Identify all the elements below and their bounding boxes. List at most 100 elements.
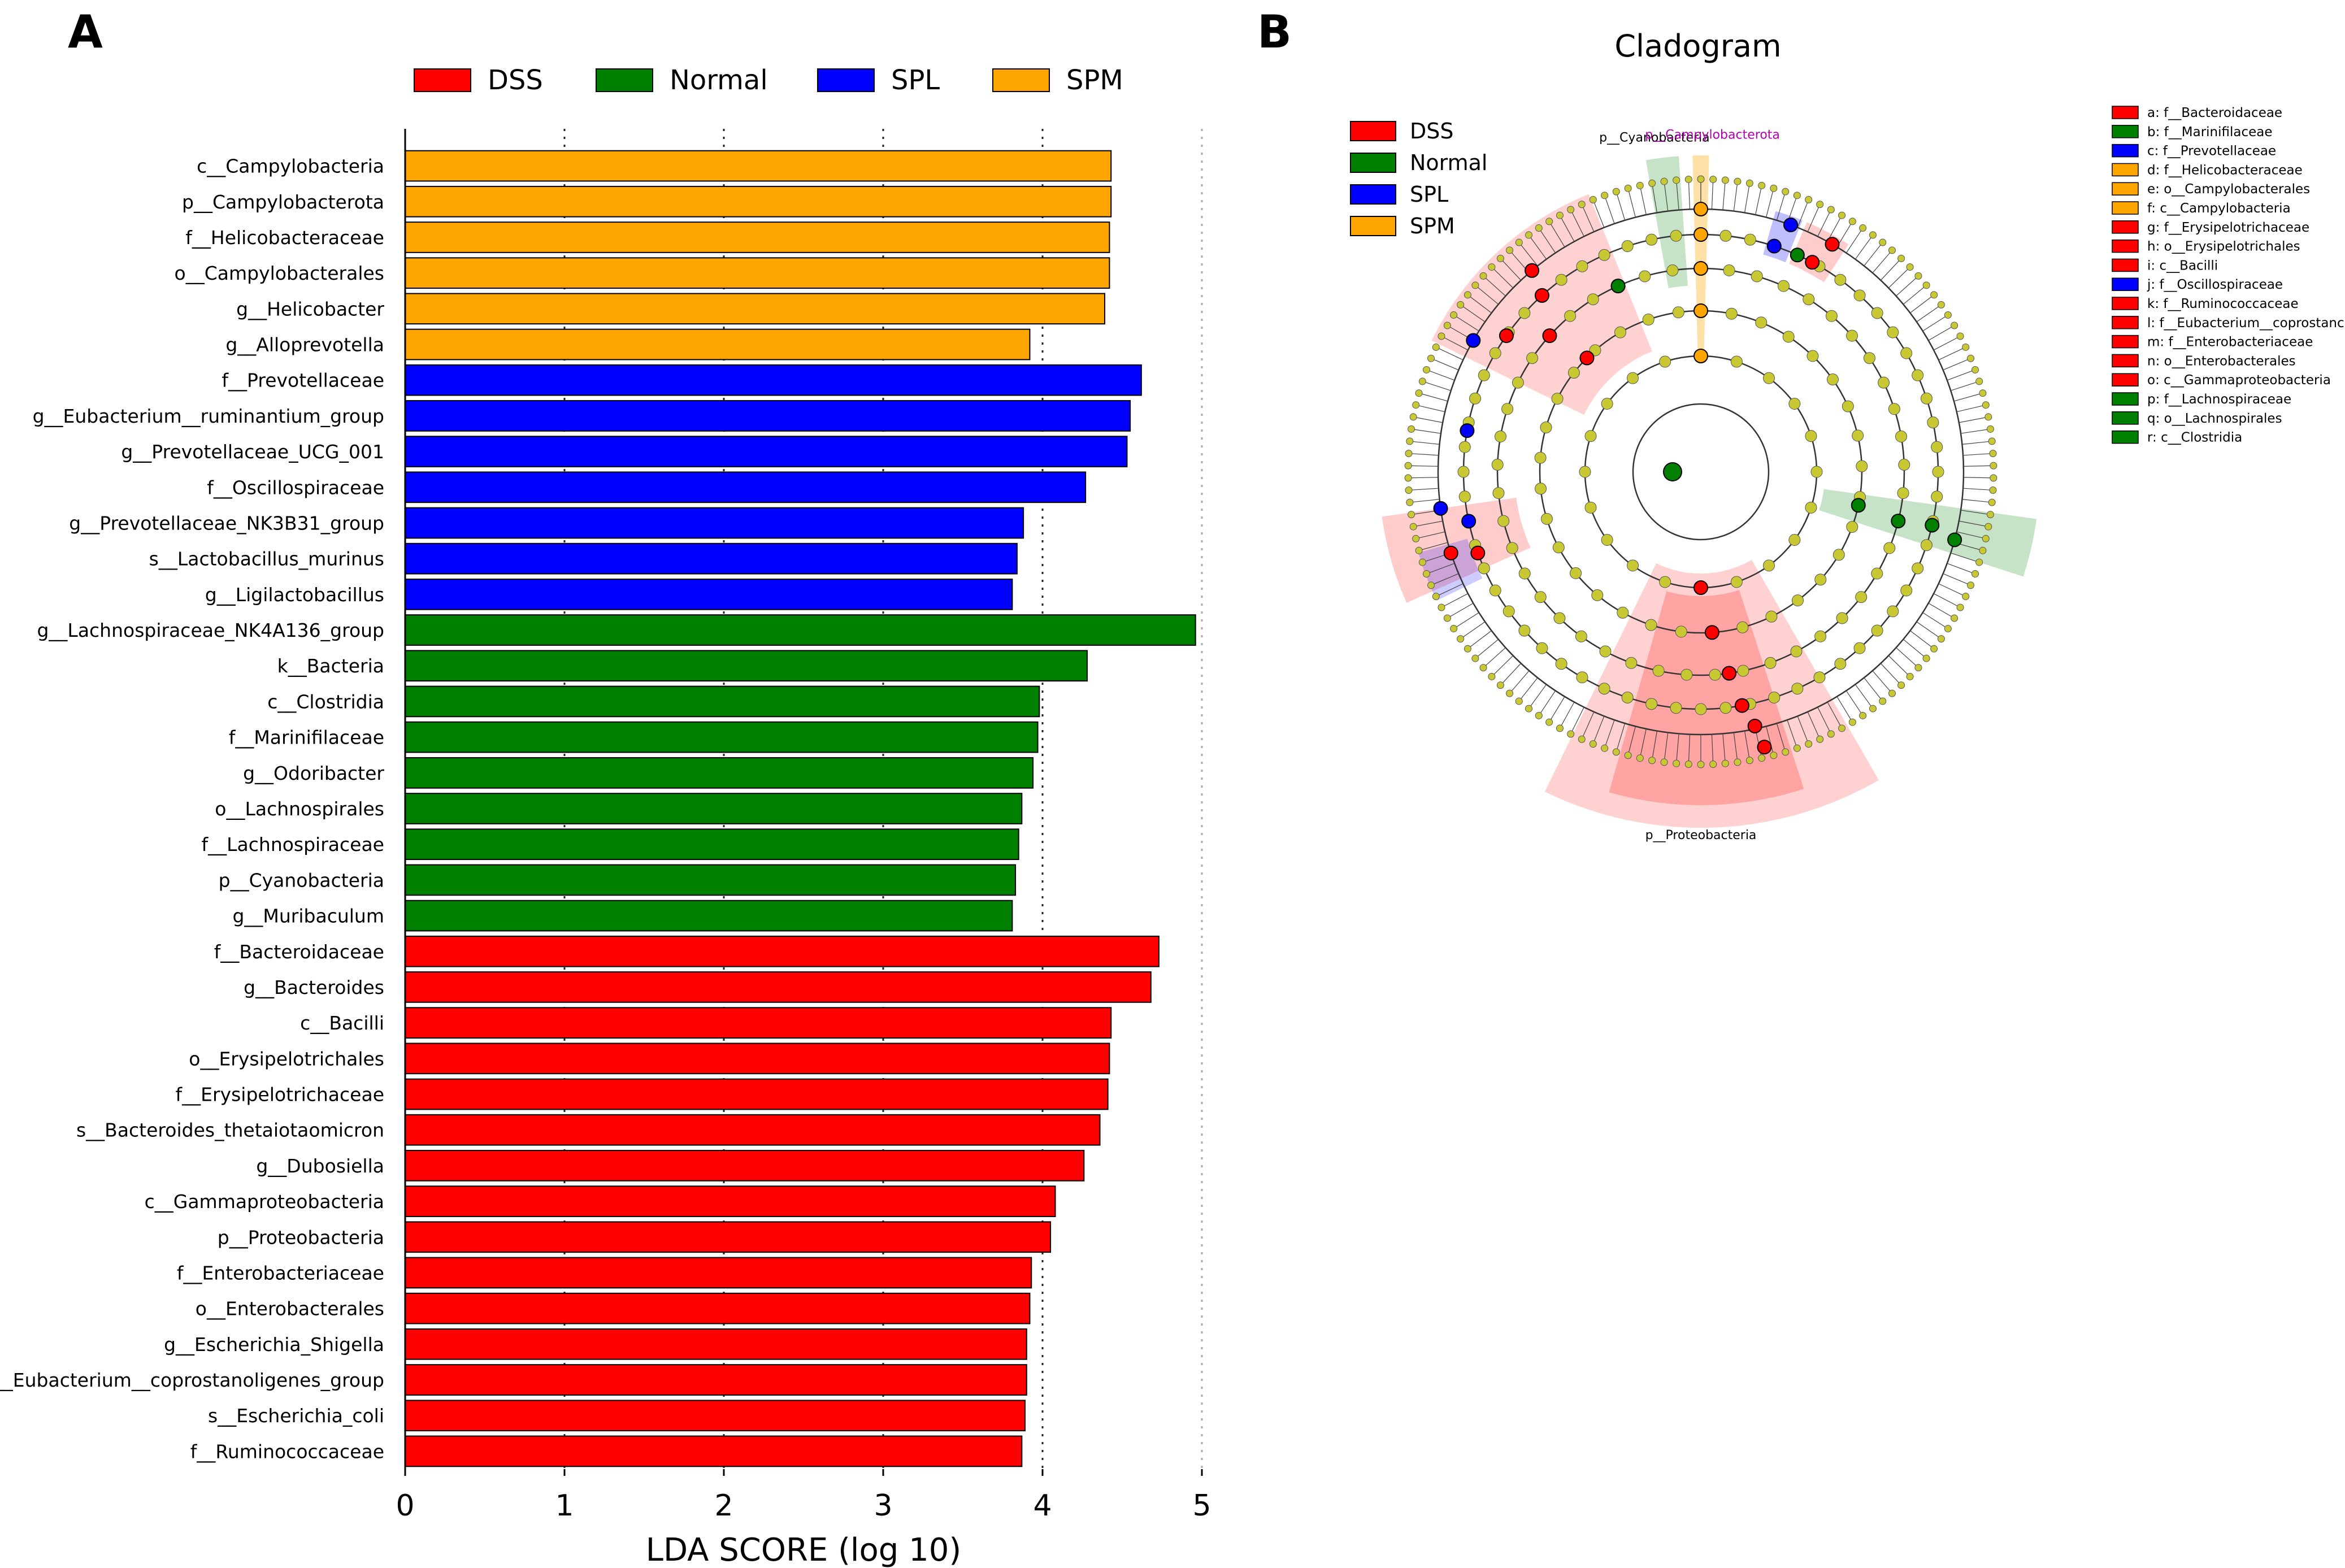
cladogram-node xyxy=(1670,702,1682,714)
cladogram-node xyxy=(1836,612,1848,624)
cladogram-leaf-node xyxy=(1427,354,1435,362)
cladogram-significant-node xyxy=(1466,333,1481,348)
cladogram-legend-label-dss: DSS xyxy=(1410,119,1454,144)
x-axis-title: LDA SCORE (log 10) xyxy=(646,1532,961,1568)
cladogram-leaf-node xyxy=(1648,179,1656,187)
cladogram-leaf-node xyxy=(1951,614,1958,622)
cladogram-node xyxy=(1540,512,1553,525)
cladogram-leaf-node xyxy=(1556,211,1564,219)
cladogram-node xyxy=(1645,619,1657,631)
bar-label: g__Lachnospiraceae_NK4A136_group xyxy=(37,619,384,641)
cladogram-leaf-node xyxy=(1418,558,1426,566)
bar xyxy=(405,150,1112,182)
cladogram-node xyxy=(1920,392,1933,405)
cladogram-branch xyxy=(1415,416,1443,423)
cladogram-leaf-node xyxy=(1535,711,1543,719)
cladogram-significant-node xyxy=(1825,237,1840,252)
cladogram-leaf-node xyxy=(1624,184,1632,192)
cladogram-leaf-node xyxy=(1988,437,1996,445)
bar-label: p__Cyanobacteria xyxy=(219,869,384,891)
bar xyxy=(405,221,1110,253)
cladogram-node xyxy=(1788,533,1801,546)
cladogram-significant-node xyxy=(1734,698,1749,713)
cladogram-leaf-node xyxy=(1545,718,1553,726)
bar xyxy=(405,1043,1110,1075)
cladogram-leaf-node xyxy=(1782,188,1790,196)
cladogram-node xyxy=(1810,466,1823,478)
cladogram-leaf-node xyxy=(1721,176,1729,184)
cladogram-node xyxy=(1788,398,1801,410)
cladogram-significant-node xyxy=(1693,202,1708,216)
cladogram-branch xyxy=(1722,733,1726,762)
cladogram-branch xyxy=(1413,429,1441,434)
cladogram-node xyxy=(1813,671,1826,684)
cladogram-leaf-node xyxy=(1990,462,1997,470)
cladogram-significant-node xyxy=(1783,218,1799,233)
cladogram-leaf-node xyxy=(1405,449,1413,457)
cladogram-significant-node xyxy=(1693,349,1708,363)
cladogram-significant-node xyxy=(1443,545,1458,561)
cladogram-node xyxy=(1806,350,1819,362)
bar xyxy=(405,400,1131,432)
cladogram-node xyxy=(1598,249,1610,261)
cladogram-leaf-node xyxy=(1673,176,1680,184)
bar-label: f__Helicobacteraceae xyxy=(185,227,384,249)
bar-label: g__Alloprevotella xyxy=(225,334,384,356)
cladogram-leaf-node xyxy=(1709,175,1717,183)
cladogram-branch xyxy=(1652,185,1658,213)
cladogram-node xyxy=(1805,430,1817,442)
bar xyxy=(405,1292,1031,1324)
cladogram-root-node xyxy=(1663,462,1682,481)
cladogram-branch xyxy=(1797,716,1809,743)
bar-label: o__Enterobacterales xyxy=(196,1298,384,1320)
cladogram-branch xyxy=(1688,734,1691,763)
cladogram-branch xyxy=(1593,201,1605,228)
legend-swatch-dss xyxy=(414,68,471,92)
cladogram-branch xyxy=(1776,723,1786,751)
cladogram-leaf-node xyxy=(1556,724,1564,732)
cladogram-branch xyxy=(1605,719,1615,747)
cladogram-branch xyxy=(1922,315,1947,332)
cladogram-branch xyxy=(1428,563,1455,574)
cladogram-node xyxy=(1457,466,1470,478)
clade-wedge-bacilli xyxy=(1431,194,1652,415)
cladogram-node xyxy=(1832,549,1845,561)
cladogram-significant-node xyxy=(1790,247,1805,263)
cladogram-leaf-node xyxy=(1578,735,1586,743)
cladogram-leaf-node xyxy=(1479,272,1487,280)
x-tick-label: 4 xyxy=(1033,1489,1052,1523)
cladogram-branch xyxy=(1896,647,1918,667)
cladogram-significant-node xyxy=(1851,498,1866,513)
cladogram-leaf-node xyxy=(1525,705,1533,713)
bar xyxy=(405,685,1040,718)
bar xyxy=(405,507,1024,539)
cladogram-leaf-node xyxy=(1984,523,1992,531)
cladogram-node xyxy=(1814,574,1827,586)
bar xyxy=(405,1007,1112,1039)
cladogram-node xyxy=(1675,626,1687,638)
cladogram-leaf-node xyxy=(1930,645,1938,653)
cladogram-leaf-node xyxy=(1758,181,1766,189)
cladogram-branch xyxy=(1437,348,1464,360)
cladogram-leaf-node xyxy=(1805,740,1813,748)
cladogram-leaf-node xyxy=(1636,181,1644,189)
cladogram-node xyxy=(1846,329,1858,342)
cladogram-branch xyxy=(1605,197,1615,224)
cladogram-branch xyxy=(1880,663,1900,684)
cladogram-branch xyxy=(1956,531,1984,539)
cladogram-branch xyxy=(1676,181,1679,210)
cladogram-leaf-node xyxy=(1914,272,1922,280)
cladogram-branch xyxy=(1916,305,1940,323)
cladogram-node xyxy=(1639,270,1651,283)
cladogram-node xyxy=(1598,683,1610,695)
bar xyxy=(405,1185,1056,1217)
cladogram-leaf-node xyxy=(1984,413,1992,421)
cladogram-node xyxy=(1895,430,1908,442)
cladogram-leaf-node xyxy=(1525,231,1533,239)
cladogram-leaf-node xyxy=(1432,343,1440,351)
cladogram-leaf-node xyxy=(1612,188,1620,196)
cladogram-legend-label-spm: SPM xyxy=(1410,214,1455,238)
cladogram-node xyxy=(1912,369,1924,381)
cladogram-node xyxy=(1834,273,1847,286)
